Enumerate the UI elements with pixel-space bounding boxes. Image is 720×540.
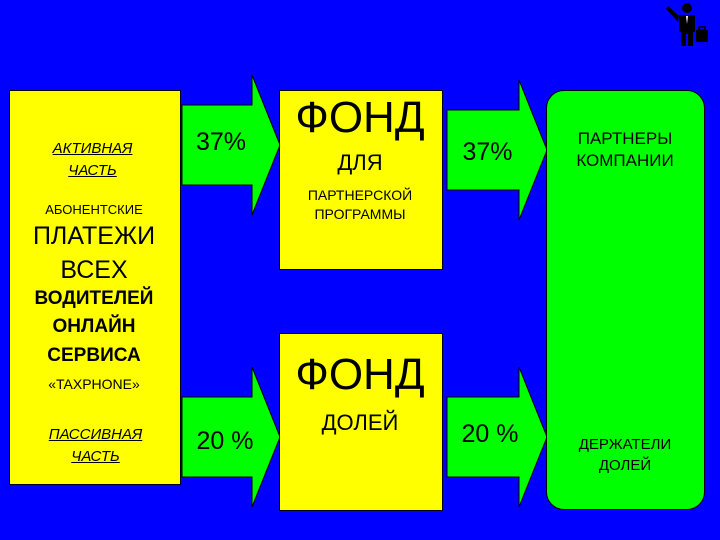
payments-label: ПЛАТЕЖИ	[32, 222, 156, 250]
partner-fund-box	[279, 90, 443, 270]
active-part-label: АКТИВНАЯ ЧАСТЬ	[52, 140, 133, 179]
right-bottom-percent: 20 %	[461, 420, 519, 448]
holders-label: ДЕРЖАТЕЛИ ДОЛЕЙ	[578, 436, 672, 474]
online-label: ОНЛАЙН	[52, 316, 136, 337]
partner-fund-title: ФОНД	[295, 93, 425, 142]
left-top-percent: 37%	[195, 128, 247, 156]
businessman-with-briefcase-icon	[666, 3, 708, 46]
passive-part-label: ПАССИВНАЯ ЧАСТЬ	[48, 426, 143, 465]
brand-label: «TAXPHONE»	[48, 376, 140, 392]
drivers-label: ВОДИТЕЛЕЙ	[34, 288, 154, 309]
all-label: ВСЕХ	[60, 256, 128, 284]
right-top-percent: 37%	[462, 138, 513, 166]
right-top-arrow	[446, 79, 548, 221]
shares-fund-subtitle: ДОЛЕЙ	[321, 410, 399, 435]
right-bottom-arrow	[446, 366, 548, 508]
service-label: СЕРВИСА	[47, 345, 141, 366]
partners-label: ПАРТНЕРЫ КОМПАНИИ	[576, 129, 674, 170]
partner-fund-subtitle: ПАРТНЕРСКОЙ ПРОГРАММЫ	[307, 187, 413, 222]
left-bottom-arrow	[181, 366, 281, 508]
subscriber-label: АБОНЕНТСКИЕ	[45, 202, 143, 217]
source-box	[9, 90, 181, 485]
shares-fund-box	[279, 333, 443, 511]
left-bottom-percent: 20 %	[196, 427, 254, 455]
partner-fund-for: ДЛЯ	[337, 150, 383, 175]
recipients-box	[546, 90, 705, 510]
left-top-arrow	[181, 74, 281, 216]
shares-fund-title: ФОНД	[295, 350, 425, 399]
